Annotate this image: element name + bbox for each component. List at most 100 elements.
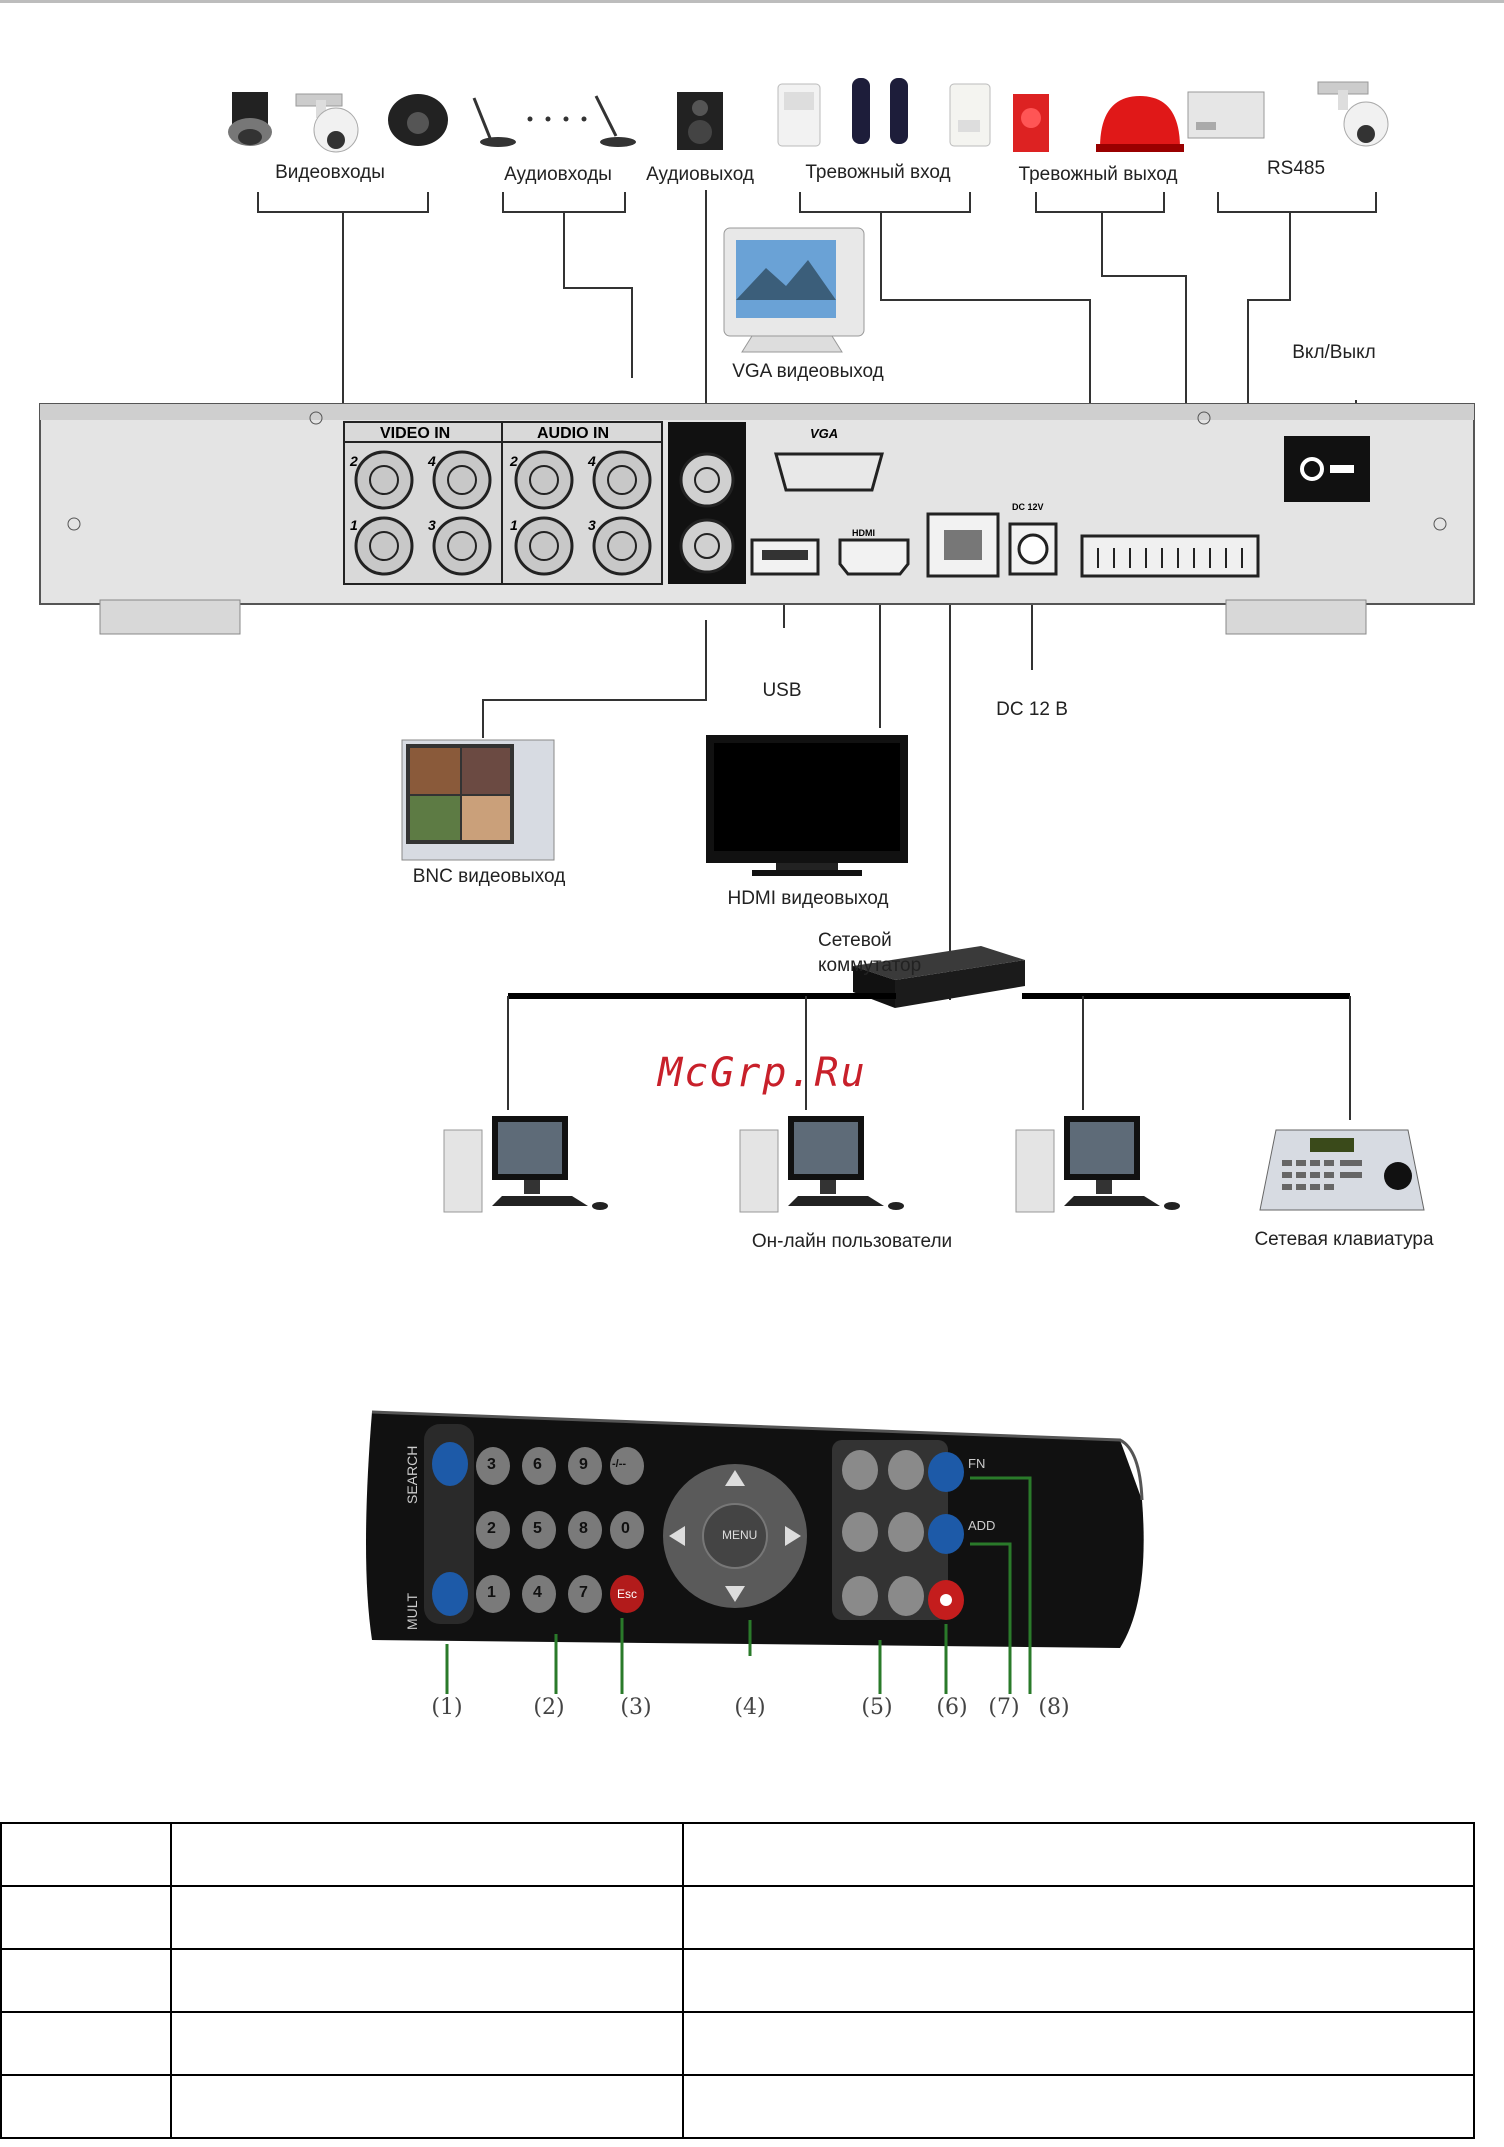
label-power-switch: Вкл/Выкл: [1292, 342, 1376, 363]
remote-menu-label: MENU: [722, 1528, 758, 1542]
pc-icon: [1015, 1116, 1180, 1213]
remote-mult-label: MULT: [404, 1592, 420, 1630]
remote-esc-label: Esc: [617, 1587, 638, 1601]
table-cell: [170, 1885, 684, 1950]
table-row: [0, 1948, 1475, 2013]
port-number: 1: [350, 517, 358, 533]
label-usb: USB: [762, 680, 802, 701]
smoke-detector-icon: [949, 83, 991, 147]
port-number: 4: [587, 453, 596, 469]
key-6: 6: [533, 1456, 542, 1473]
key-3: 3: [487, 1456, 496, 1473]
vga-monitor-icon: [723, 227, 865, 353]
label-hdmi-output: HDMI видеовыход: [727, 888, 889, 909]
speed-dome-icon: [295, 93, 359, 153]
label-audio-inputs: Аудиовходы: [504, 164, 612, 185]
callout-4: (4): [734, 1695, 766, 1720]
pir-sensor-icon: [777, 83, 821, 147]
key-4: 4: [533, 1584, 542, 1601]
table-cell: [0, 1822, 172, 1887]
label-network-switch-2: коммутатор: [818, 955, 922, 976]
network-keyboard-icon: [1259, 1129, 1425, 1211]
label-bnc-output: BNC видеовыход: [412, 866, 566, 887]
panel-vga: VGA: [810, 426, 838, 441]
remote-add-label: ADD: [968, 1518, 996, 1533]
port-number: 2: [349, 453, 358, 469]
hdmi-tv-icon: [706, 735, 908, 876]
panel-audio-in: AUDIO IN: [537, 425, 609, 442]
ceiling-dome-icon: [388, 94, 448, 146]
table-cell: [0, 1948, 172, 2013]
key-dash: -/--: [612, 1458, 627, 1470]
callout-8: (8): [1038, 1695, 1070, 1720]
microphone-icon: [472, 95, 636, 147]
callout-7: (7): [988, 1695, 1020, 1720]
connection-diagram: VIDEO IN AUDIO IN VGA HDMI DC 12V 2 4 1 …: [39, 78, 1475, 1213]
watermark: McGrp.Ru: [658, 1050, 867, 1096]
key-0: 0: [621, 1520, 630, 1537]
label-alarm-output: Тревожный выход: [1018, 164, 1178, 185]
port-number: 4: [427, 453, 436, 469]
mult-button: [432, 1572, 468, 1616]
remote-fn-label: FN: [968, 1456, 986, 1471]
label-network-switch-1: Сетевой: [818, 930, 892, 951]
table-cell: [682, 2011, 1475, 2076]
callout-3: (3): [620, 1695, 652, 1720]
callout-5: (5): [861, 1695, 893, 1720]
table-cell: [170, 1822, 684, 1887]
label-dc: DC 12 В: [996, 699, 1068, 720]
table-cell: [0, 1885, 172, 1950]
pc-icon: [739, 1116, 904, 1213]
label-alarm-input: Тревожный вход: [805, 162, 951, 183]
top-rule: [0, 0, 1504, 3]
panel-hdmi: HDMI: [852, 528, 875, 538]
remote-search-label: SEARCH: [404, 1445, 420, 1504]
table-cell: [682, 2074, 1475, 2139]
label-network-keyboard: Сетевая клавиатура: [1254, 1229, 1434, 1250]
alarm-lamp-icon: [1096, 96, 1184, 152]
speaker-icon: [677, 92, 723, 150]
search-button: [432, 1442, 468, 1486]
table-row: [0, 1822, 1475, 1887]
table-cell: [170, 2011, 684, 2076]
label-vga-output: VGA видеовыход: [732, 361, 884, 382]
label-video-inputs: Видеовходы: [275, 162, 385, 183]
callout-2: (2): [533, 1695, 565, 1720]
panel-dc: DC 12V: [1012, 502, 1044, 512]
table-row: [0, 1885, 1475, 1950]
key-7: 7: [579, 1584, 588, 1601]
table-cell: [682, 1948, 1475, 2013]
table-cell: [682, 1885, 1475, 1950]
key-1: 1: [487, 1584, 496, 1601]
table-row: [0, 2011, 1475, 2076]
port-number: 3: [428, 517, 436, 533]
key-5: 5: [533, 1520, 542, 1537]
table-cell: [0, 2011, 172, 2076]
port-number: 3: [588, 517, 596, 533]
rs485-box-icon: [1187, 91, 1265, 139]
alarm-siren-icon: [1013, 94, 1049, 152]
table-cell: [170, 2074, 684, 2139]
table-cell: [170, 1948, 684, 2013]
description-table: [0, 1822, 1475, 2139]
key-8: 8: [579, 1520, 588, 1537]
port-number: 1: [510, 517, 518, 533]
callout-1: (1): [431, 1695, 463, 1720]
callout-6: (6): [936, 1695, 968, 1720]
panel-video-in: VIDEO IN: [380, 425, 450, 442]
pc-icon: [443, 1116, 608, 1213]
label-audio-output: Аудиовыход: [646, 164, 754, 185]
key-2: 2: [487, 1520, 496, 1537]
beam-sensor-icon: [852, 78, 908, 144]
table-cell: [0, 2074, 172, 2139]
dvr-back-panel: [39, 403, 1475, 635]
label-online-users: Он-лайн пользователи: [751, 1231, 953, 1252]
dome-camera-icon: [228, 92, 272, 146]
label-rs485: RS485: [1266, 158, 1326, 179]
key-9: 9: [579, 1456, 588, 1473]
table-cell: [682, 1822, 1475, 1887]
table-row: [0, 2074, 1475, 2139]
ptz-camera-icon: [1317, 81, 1389, 147]
port-number: 2: [509, 453, 518, 469]
bnc-monitor-icon: [401, 739, 555, 861]
